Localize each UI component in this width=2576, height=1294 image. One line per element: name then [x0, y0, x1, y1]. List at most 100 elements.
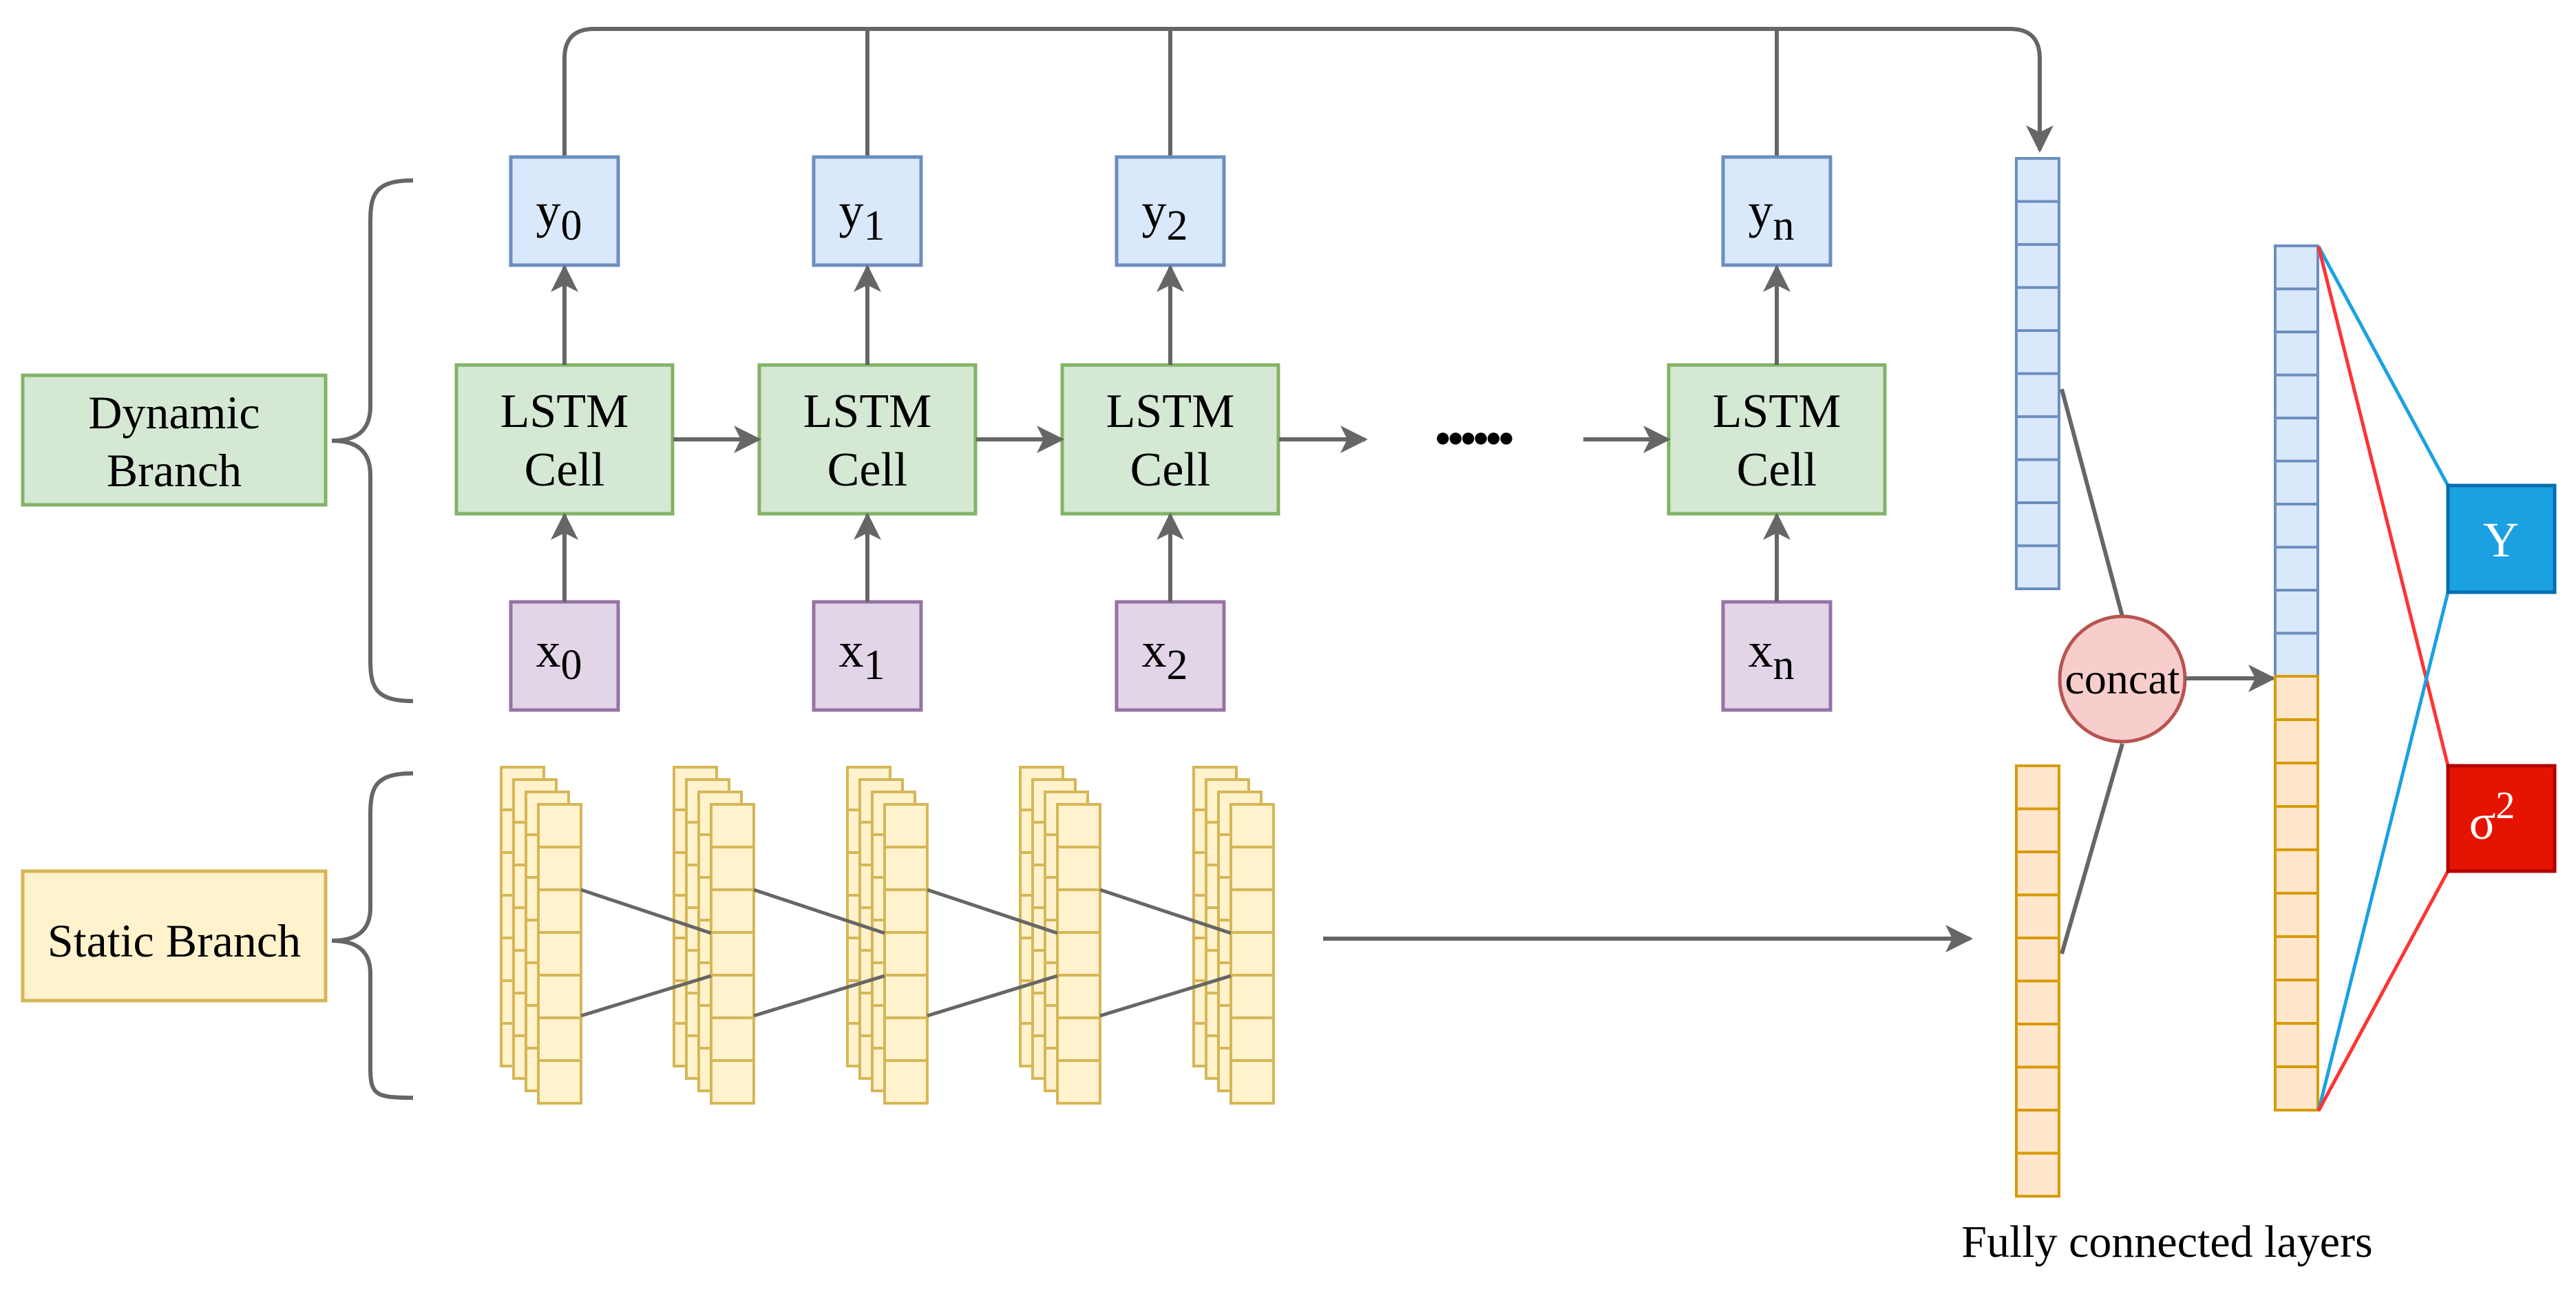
- conv-connection: [927, 888, 1058, 935]
- fc-concat-dynamic-neuron: [2274, 417, 2319, 463]
- lstm-cell-label-line2: Cell: [827, 443, 908, 497]
- feature-cell: [883, 803, 929, 848]
- input-subscript: 2: [1167, 642, 1188, 689]
- fc-static-neuron: [2015, 937, 2060, 983]
- feature-cell: [1056, 931, 1101, 977]
- fc-concat-dynamic-neuron: [2274, 545, 2319, 592]
- fc-static-neuron: [2015, 1109, 2060, 1155]
- fc-concat-static-neuron: [2274, 675, 2319, 721]
- sigma-exponent: 2: [2495, 784, 2515, 827]
- static-to-concat-line: [2060, 743, 2124, 954]
- fc-concat-dynamic-neuron: [2274, 287, 2319, 333]
- fc-concat-dynamic-neuron: [2274, 373, 2319, 419]
- static-branch-group: Static Branch: [21, 771, 414, 1100]
- fc-static-neuron: [2015, 1023, 2060, 1069]
- conn-bottom-to-y: [2316, 592, 2450, 1112]
- conv-connection: [580, 974, 712, 1018]
- conv-stack-0: [500, 766, 582, 1105]
- feature-map: [1056, 803, 1101, 1105]
- fc-dynamic-neuron: [2015, 200, 2060, 246]
- feature-cell: [1056, 1059, 1101, 1105]
- fc-dynamic-neuron: [2015, 157, 2060, 203]
- conv-stack-4: [1192, 766, 1275, 1105]
- feature-map: [710, 803, 755, 1105]
- feature-cell: [1229, 888, 1275, 934]
- fc-concat-static-neuron: [2274, 762, 2319, 808]
- conv-connection: [927, 974, 1058, 1018]
- fc-static-column: [2015, 764, 2060, 1198]
- input-subscript: 1: [864, 642, 885, 689]
- fc-concat-static-neuron: [2274, 892, 2319, 938]
- feature-map: [537, 803, 582, 1105]
- lstm-cell-box-2: [1060, 363, 1280, 516]
- fc-concat-static-neuron: [2274, 935, 2319, 981]
- output-connections: [2316, 245, 2450, 1112]
- feature-cell: [883, 1059, 929, 1105]
- fc-dynamic-neuron: [2015, 286, 2060, 332]
- conn-bottom-to-sigma: [2316, 870, 2450, 1112]
- input-label-0: x0: [536, 623, 582, 689]
- fc-concat-column: [2274, 244, 2319, 1112]
- output-label-2: y2: [1142, 183, 1188, 249]
- lstm-cell-label-line2: Cell: [525, 443, 605, 497]
- static-branch-box: [21, 869, 328, 1003]
- output-subscript: 0: [561, 202, 582, 249]
- fc-static-neuron: [2015, 851, 2060, 897]
- fc-concat-dynamic-neuron: [2274, 244, 2319, 291]
- conv-connection: [1099, 974, 1232, 1018]
- fc-concat-static-neuron: [2274, 848, 2319, 895]
- dynamic-branch-brace: [331, 178, 414, 703]
- output-label-3: yn: [1749, 183, 1795, 249]
- fc-concat-dynamic-neuron: [2274, 331, 2319, 377]
- output-label-0: y0: [536, 183, 582, 249]
- fc-concat-static-neuron: [2274, 1065, 2319, 1112]
- fc-dynamic-neuron: [2015, 458, 2060, 504]
- feature-cell: [537, 888, 582, 934]
- feature-cell: [1056, 974, 1101, 1019]
- ellipsis: ••••••: [1435, 414, 1512, 463]
- feature-cell: [537, 1059, 582, 1105]
- feature-cell: [1229, 931, 1275, 977]
- input-box-1: [812, 600, 923, 712]
- output-collector-lines: [562, 27, 2054, 157]
- output-label-1: y1: [839, 183, 885, 249]
- lstm-cell-label-line1: LSTM: [500, 385, 629, 438]
- feature-cell: [710, 803, 755, 848]
- feature-cell: [537, 1016, 582, 1062]
- dynamic-branch-label-line1: Dynamic: [88, 386, 260, 439]
- fc-dynamic-neuron: [2015, 329, 2060, 375]
- dynamic-branch-group: Dynamic Branch: [21, 178, 414, 703]
- feature-cell: [710, 1059, 755, 1105]
- conn-top-to-sigma: [2316, 246, 2450, 766]
- fully-connected-caption: Fully connected layers: [1961, 1217, 2372, 1267]
- feature-cell: [710, 846, 755, 891]
- output-sigma-box: [2446, 764, 2557, 873]
- feature-map: [883, 803, 929, 1105]
- feature-cell: [1229, 846, 1275, 891]
- lstm-cell-label-line1: LSTM: [1713, 385, 1841, 438]
- fc-dynamic-neuron: [2015, 501, 2060, 547]
- fc-static-neuron: [2015, 807, 2060, 853]
- feature-cell: [1229, 803, 1275, 848]
- dynamic-branch-label-line2: Branch: [107, 444, 242, 497]
- lstm-cell-label-line1: LSTM: [1106, 385, 1235, 438]
- input-symbol: x: [839, 623, 864, 678]
- input-subscript: 0: [561, 642, 582, 689]
- dynamic-to-concat-line: [2060, 388, 2124, 617]
- conv-connections: [580, 888, 1232, 1018]
- lstm-cell-label-line2: Cell: [1737, 443, 1817, 497]
- fc-static-neuron: [2015, 764, 2060, 811]
- sigma-symbol: σ: [2469, 795, 2496, 850]
- feature-cell: [537, 846, 582, 891]
- feature-cell: [1229, 1016, 1275, 1062]
- fc-concat-dynamic-neuron: [2274, 459, 2319, 505]
- lstm-cell-label-line1: LSTM: [803, 385, 932, 438]
- output-box-3: [1721, 155, 1833, 267]
- fc-dynamic-neuron: [2015, 415, 2060, 461]
- static-branch-label: Static Branch: [47, 915, 301, 967]
- output-symbol: y: [1749, 183, 1773, 238]
- output-box-0: [509, 155, 620, 267]
- lstm-cell-box-1: [757, 363, 978, 516]
